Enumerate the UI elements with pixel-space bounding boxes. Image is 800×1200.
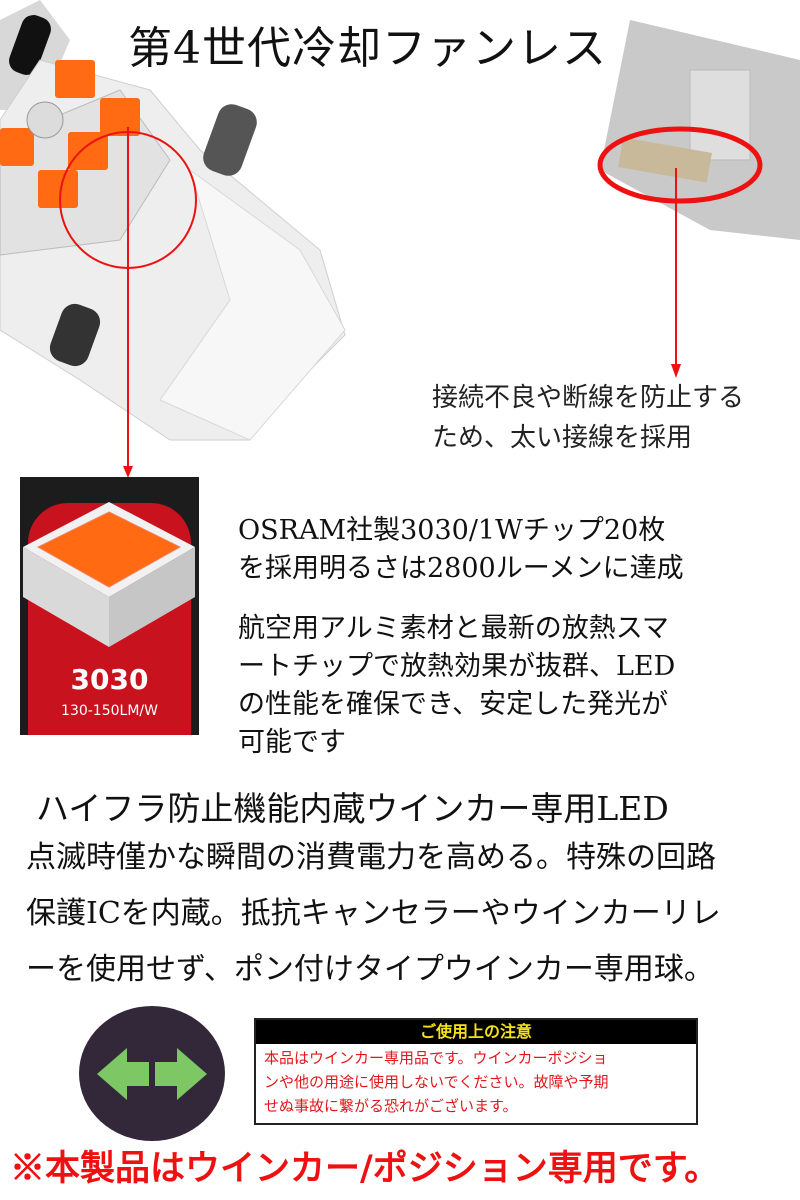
caution-header: ご使用上の注意 [256,1020,696,1044]
chip-card: 3030 130-150LM/W [20,477,199,735]
osram-line: を採用明るさは2800ルーメンに達成 [238,553,684,584]
caution-line: 本品はウインカー専用品です。ウインカーポジショ [264,1049,608,1067]
led-bulb-illustration [0,0,346,478]
aluminum-line: ートチップで放熱効果が抜群、LED [238,651,676,682]
caution-line: せぬ事故に繋がる恐れがございます。 [264,1097,518,1115]
connector-illustration [597,20,800,378]
turn-signal-icon [79,1006,225,1141]
osram-line: OSRAM社製3030/1Wチップ20枚 [238,515,666,546]
footer-note: ※本製品はウインカー/ポジション専用です。 [10,1148,720,1189]
led-chip-icon [23,502,195,647]
aluminum-line: の性能を確保でき、安定した発光が [238,689,669,720]
caution-box: ご使用上の注意 本品はウインカー専用品です。ウインカーポジショ ンや他の用途に使… [254,1018,698,1125]
turn-arrows-icon [97,1048,207,1100]
chip-efficiency: 130-150LM/W [61,703,158,719]
wire-callout-line: 接続不良や断線を防止する [432,383,745,413]
page-title: 第4世代冷却ファンレス [128,23,607,74]
aluminum-description: 航空用アルミ素材と最新の放熱スマ ートチップで放熱効果が抜群、LED の性能を確… [238,610,798,762]
hyperflash-body: 点滅時僅かな瞬間の消費電力を高める。特殊の回路 保護ICを内蔵。抵抗キャンセラー… [26,830,721,998]
hyperflash-line: ーを使用せず、ポン付けタイプウインカー専用球。 [26,952,714,987]
caution-body: 本品はウインカー専用品です。ウインカーポジショ ンや他の用途に使用しないでくださ… [256,1044,696,1120]
wire-callout: 接続不良や断線を防止する ため、太い接線を採用 [432,378,744,458]
aluminum-line: 航空用アルミ素材と最新の放熱スマ [238,613,669,644]
chip-model: 3030 [70,663,149,696]
hyperflash-heading: ハイフラ防止機能内蔵ウインカー専用LED [36,789,669,828]
hyperflash-line: 保護ICを内蔵。抵抗キャンセラーやウインカーリレ [26,896,721,931]
aluminum-line: 可能です [238,727,346,758]
hyperflash-line: 点滅時僅かな瞬間の消費電力を高める。特殊の回路 [26,840,716,875]
osram-description: OSRAM社製3030/1Wチップ20枚 を採用明るさは2800ルーメンに達成 [238,512,684,588]
wire-callout-line: ため、太い接線を採用 [432,423,693,453]
caution-line: ンや他の用途に使用しないでください。故障や予期 [264,1073,609,1091]
